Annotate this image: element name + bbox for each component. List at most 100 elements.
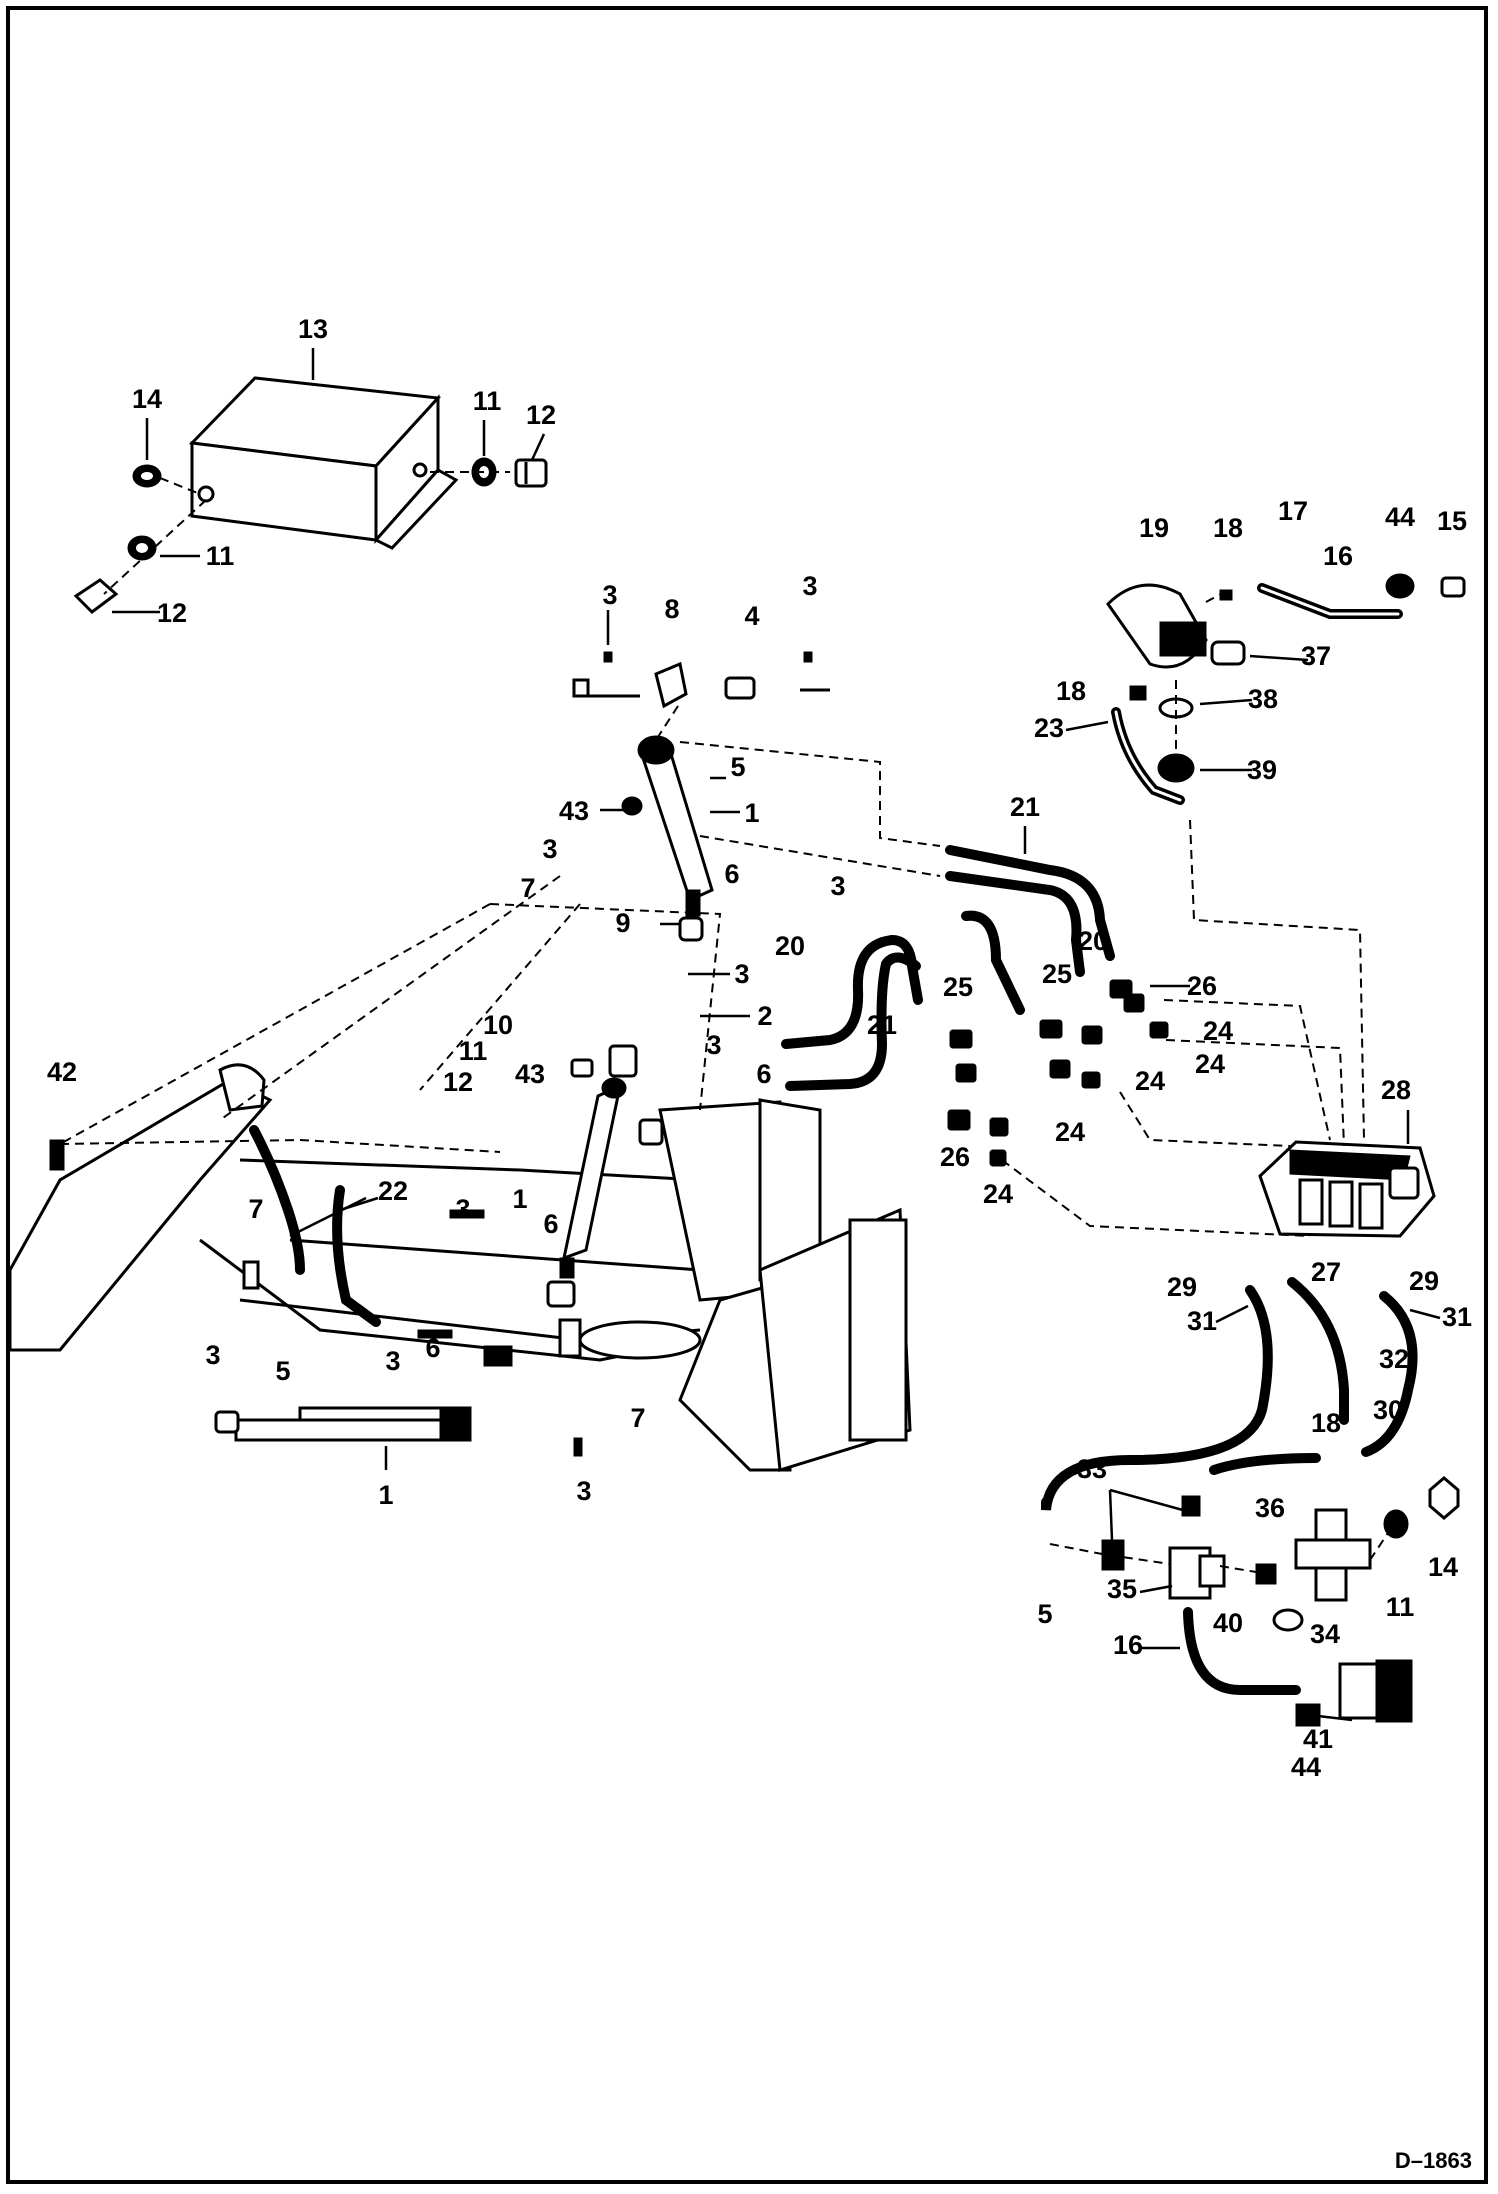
callout-c17: 17 — [1278, 496, 1308, 526]
callout-c5c: 5 — [1037, 1599, 1052, 1629]
callout-c14a: 14 — [132, 384, 162, 414]
callout-c36: 36 — [1255, 1493, 1285, 1523]
callout-c38: 38 — [1248, 684, 1278, 714]
callout-c7a: 7 — [520, 873, 535, 903]
callout-c3j: 3 — [576, 1476, 591, 1506]
callout-c6d: 6 — [425, 1333, 440, 1363]
callout-c20b: 20 — [775, 931, 805, 961]
callout-c24c: 24 — [1135, 1066, 1165, 1096]
callout-c15: 15 — [1437, 506, 1467, 536]
callout-c19: 19 — [1139, 513, 1169, 543]
callout-c18c: 18 — [1311, 1408, 1341, 1438]
callout-c31a: 31 — [1187, 1306, 1217, 1336]
callout-c1a: 1 — [744, 798, 759, 828]
grommet-14 — [132, 464, 162, 488]
callout-c37: 37 — [1301, 641, 1331, 671]
callout-c3i: 3 — [385, 1346, 400, 1376]
callout-c14b: 14 — [1428, 1552, 1458, 1582]
callout-c6c: 6 — [543, 1209, 558, 1239]
callout-c6b: 6 — [756, 1059, 771, 1089]
callout-c13: 13 — [298, 314, 328, 344]
callout-c4: 4 — [744, 601, 759, 631]
callout-c9: 9 — [615, 908, 630, 938]
callout-c30: 30 — [1373, 1395, 1403, 1425]
callout-c33: 33 — [1077, 1454, 1107, 1484]
callout-c5a: 5 — [730, 752, 745, 782]
pump-motor — [1106, 573, 1466, 805]
callout-c39: 39 — [1247, 755, 1277, 785]
callout-c3f: 3 — [706, 1030, 721, 1060]
callout-c3g: 3 — [455, 1194, 470, 1224]
callout-c24d: 24 — [1055, 1117, 1085, 1147]
callout-c31b: 31 — [1442, 1302, 1472, 1332]
callout-c44b: 44 — [1291, 1752, 1321, 1782]
callout-c32: 32 — [1379, 1344, 1409, 1374]
callout-c6a: 6 — [724, 859, 739, 889]
cross-fitting-34 — [1255, 1476, 1460, 1632]
callout-c3e: 3 — [734, 959, 749, 989]
callout-c8: 8 — [664, 594, 679, 624]
hose-20-lower — [781, 910, 1025, 1091]
filter-41 — [1295, 1659, 1413, 1727]
callout-c21b: 21 — [867, 1010, 897, 1040]
callout-c11b: 11 — [206, 541, 235, 571]
callout-c18b: 18 — [1056, 676, 1086, 706]
callout-c22: 22 — [378, 1176, 408, 1206]
callout-c24b: 24 — [1195, 1049, 1225, 1079]
callout-c11d: 11 — [1386, 1592, 1415, 1622]
fitting-12-lower — [73, 578, 119, 614]
callout-c42: 42 — [47, 1057, 77, 1087]
callout-c26b: 26 — [940, 1142, 970, 1172]
callout-c25a: 25 — [943, 972, 973, 1002]
nut-11-lower — [127, 535, 157, 561]
callout-c1c: 1 — [378, 1480, 393, 1510]
callout-c24a: 24 — [1203, 1016, 1233, 1046]
callout-c35: 35 — [1107, 1574, 1137, 1604]
bottom-cylinder — [49, 1139, 583, 1457]
callout-c25b: 25 — [1042, 959, 1072, 989]
callout-c10: 10 — [483, 1010, 513, 1040]
callout-c24e: 24 — [983, 1179, 1013, 1209]
callout-c26a: 26 — [1187, 971, 1217, 1001]
callout-c2: 2 — [757, 1001, 772, 1031]
callout-c16a: 16 — [1323, 541, 1353, 571]
callout-c43b: 43 — [515, 1059, 545, 1089]
callout-c12b: 12 — [157, 598, 187, 628]
callout-c29a: 29 — [1167, 1272, 1197, 1302]
hose-22 — [249, 1125, 381, 1327]
callout-c28: 28 — [1381, 1075, 1411, 1105]
callout-c7c: 7 — [630, 1403, 645, 1433]
hoses-31-32 — [1041, 1277, 1418, 1695]
callout-c34: 34 — [1310, 1619, 1340, 1649]
callout-c27: 27 — [1311, 1257, 1341, 1287]
callout-c40: 40 — [1213, 1608, 1243, 1638]
callout-c12a: 12 — [526, 400, 556, 430]
drawing-id: D–1863 — [1394, 2148, 1472, 2173]
callout-c3a: 3 — [602, 580, 617, 610]
callout-c29b: 29 — [1409, 1266, 1439, 1296]
callout-c41: 41 — [1303, 1724, 1333, 1754]
control-valve — [1258, 1140, 1436, 1238]
leader-lines — [112, 348, 1441, 1722]
callout-c5b: 5 — [275, 1356, 290, 1386]
callout-c1b: 1 — [512, 1184, 527, 1214]
callout-c11a: 11 — [473, 386, 502, 416]
fittings-cluster — [947, 979, 1169, 1167]
hose-21-upper — [945, 845, 1115, 977]
callout-c44a: 44 — [1385, 502, 1415, 532]
callout-c3c: 3 — [542, 834, 557, 864]
callout-c43a: 43 — [559, 796, 589, 826]
fitting-12-upper — [514, 458, 548, 488]
callout-c7b: 7 — [248, 1194, 263, 1224]
callout-c23: 23 — [1034, 713, 1064, 743]
callout-c3b: 3 — [802, 571, 817, 601]
callout-c3d: 3 — [830, 871, 845, 901]
callout-c11c: 11 — [459, 1036, 488, 1066]
middle-cylinder — [546, 1044, 664, 1308]
upper-cylinder — [572, 610, 830, 942]
callout-c21a: 21 — [1010, 792, 1040, 822]
callout-c18a: 18 — [1213, 513, 1243, 543]
callout-c3h: 3 — [205, 1340, 220, 1370]
